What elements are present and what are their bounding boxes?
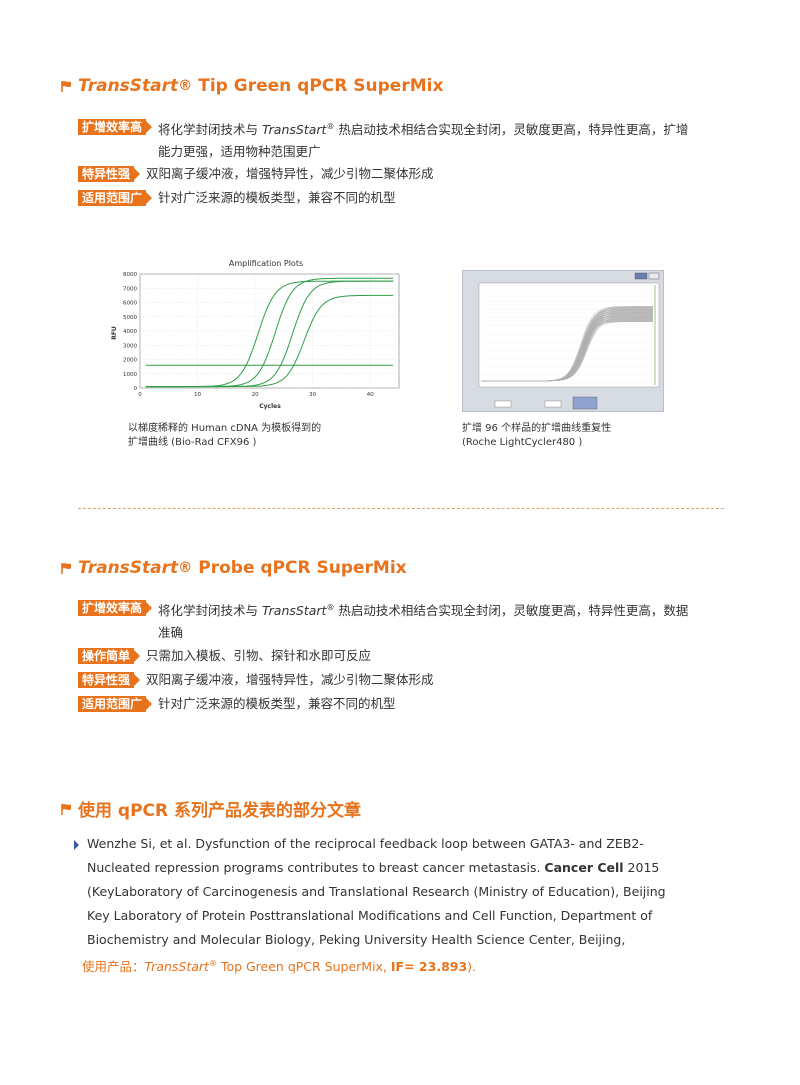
y-tick-label: 3000: [123, 343, 137, 349]
feature-text: 针对广泛来源的模板类型，兼容不同的机型: [158, 190, 396, 205]
citation-text: Wenzhe Si, et al. Dysfunction of the rec…: [87, 836, 644, 851]
plot-area: [478, 282, 660, 388]
caption-line: 以梯度稀释的 Human cDNA 为模板得到的: [128, 423, 322, 434]
feature-row: 操作简单 只需加入模板、引物、探针和水即可反应: [78, 645, 371, 667]
y-tick-label: 5000: [123, 315, 137, 321]
citation-year: 2015: [623, 860, 660, 875]
amplification-chart-svg: Amplification Plots 0 1000 2000 3000 4000 500…: [111, 259, 400, 410]
brand-inline: TransStart: [262, 122, 327, 138]
feature-text: 只需加入模板、引物、探针和水即可反应: [146, 648, 372, 663]
flag-icon: [60, 802, 74, 816]
flag-icon: [60, 561, 74, 575]
used-product-label: 使用产品：: [82, 959, 145, 975]
used-product-name: Top Green qPCR SuperMix,: [216, 959, 391, 975]
registered-mark: ®: [178, 78, 193, 94]
product-name: Probe qPCR SuperMix: [192, 558, 407, 578]
chart2-caption: 扩增 96 个样品的扩增曲线重复性 (Roche LightCycler480 …: [462, 422, 611, 450]
amplification-chart-biorad: Amplification Plots 0 1000 2000 3000 4000 500…: [110, 255, 410, 415]
citation-line: Key Laboratory of Protein Posttranslatio…: [87, 908, 653, 923]
roche-chart-svg: [478, 272, 660, 410]
brand-inline: TransStart: [144, 959, 209, 975]
toolbar-button: [648, 272, 660, 280]
toolbar-button: [634, 272, 648, 280]
feature-text: 将化学封闭技术与 TransStart® 热启动技术相结合实现全封闭，灵敏度更高…: [158, 597, 688, 644]
feature-text-pre: 将化学封闭技术与: [158, 122, 262, 138]
x-tick-label: 40: [367, 392, 374, 398]
y-tick-label: 4000: [123, 329, 137, 335]
brand-name: TransStart: [78, 76, 179, 96]
y-tick-label: 7000: [123, 286, 137, 292]
citation-line: Biochemistry and Molecular Biology, Peki…: [87, 932, 626, 947]
paper-citation: Wenzhe Si, et al. Dysfunction of the rec…: [74, 832, 734, 979]
section-title-tip-green: TransStart® Tip Green qPCR SuperMix: [60, 76, 443, 96]
amplification-curve: [145, 294, 394, 388]
y-axis-label: RFU: [111, 326, 118, 340]
brand-inline: TransStart: [262, 603, 327, 619]
feature-text: 双阳离子缓冲液，增强特异性，减少引物二聚体形成: [146, 672, 434, 687]
x-axis-label: Cycles: [259, 403, 281, 410]
feature-text-pre: 将化学封闭技术与: [158, 603, 262, 619]
caption-line: 扩增 96 个样品的扩增曲线重复性: [462, 423, 612, 434]
registered-mark: ®: [326, 603, 335, 612]
feature-tag: 特异性强: [78, 166, 141, 182]
citation-line: Nucleated repression programs contribute…: [74, 856, 734, 880]
citation-text: Nucleated repression programs contribute…: [87, 860, 545, 875]
bullet-triangle-icon: [74, 839, 79, 850]
feature-row: 特异性强 双阳离子缓冲液，增强特异性，减少引物二聚体形成: [78, 163, 434, 185]
y-tick-label: 2000: [123, 358, 137, 364]
citation-line: (KeyLaboratory of Carcinogenesis and Tra…: [87, 884, 666, 899]
impact-factor: IF= 23.893: [390, 959, 468, 975]
feature-text: 双阳离子缓冲液，增强特异性，减少引物二聚体形成: [146, 166, 434, 181]
x-tick-label: 0: [138, 392, 142, 398]
caption-line: (Roche LightCycler480 ): [462, 437, 583, 448]
feature-row: 扩增效率高 将化学封闭技术与 TransStart® 热启动技术相结合实现全封闭…: [78, 116, 688, 163]
section-title-publications: 使用 qPCR 系列产品发表的部分文章: [60, 796, 361, 821]
feature-tag: 操作简单: [78, 648, 141, 664]
feature-text-post: 热启动技术相结合实现全封闭，灵敏度更高，特异性更高，扩增: [334, 122, 689, 138]
registered-mark: ®: [178, 560, 193, 576]
background-button: [572, 396, 598, 410]
section-title-probe: TransStart® Probe qPCR SuperMix: [60, 558, 407, 578]
x-tick-label: 30: [309, 392, 316, 398]
y-tick-label: 1000: [123, 372, 137, 378]
feature-tag: 特异性强: [78, 672, 141, 688]
feature-row: 特异性强 双阳离子缓冲液，增强特异性，减少引物二聚体形成: [78, 669, 434, 691]
flag-icon: [60, 79, 74, 93]
feature-row: 适用范围广 针对广泛来源的模板类型，兼容不同的机型: [78, 693, 396, 715]
section-divider: [78, 508, 724, 509]
citation-line: Wenzhe Si, et al. Dysfunction of the rec…: [74, 832, 734, 856]
chart-title: Amplification Plots: [229, 259, 303, 268]
citation-end: ).: [467, 959, 477, 975]
x-tick-label: 20: [252, 392, 259, 398]
feature-row: 适用范围广 针对广泛来源的模板类型，兼容不同的机型: [78, 187, 396, 209]
x-tick-label: 10: [194, 392, 201, 398]
amplification-curve: [481, 319, 653, 382]
feature-row: 扩增效率高 将化学封闭技术与 TransStart® 热启动技术相结合实现全封闭…: [78, 597, 688, 644]
first-cycle-field: [494, 400, 512, 408]
brand-name: TransStart: [78, 558, 179, 578]
feature-tag: 适用范围广: [78, 190, 153, 206]
registered-mark: ®: [326, 122, 335, 131]
feature-text-line2: 准确: [158, 625, 184, 641]
caption-line: 扩增曲线 (Bio-Rad CFX96 ): [128, 437, 257, 448]
feature-tag: 适用范围广: [78, 696, 153, 712]
last-cycle-field: [544, 400, 562, 408]
feature-tag: 扩增效率高: [78, 119, 153, 135]
journal-name: Cancer Cell: [544, 860, 624, 875]
product-name: Tip Green qPCR SuperMix: [192, 76, 444, 96]
section-heading: 使用 qPCR 系列产品发表的部分文章: [78, 801, 362, 821]
feature-tag: 扩增效率高: [78, 600, 153, 616]
feature-text-line2: 能力更强，适用物种范围更广: [158, 144, 321, 160]
used-product-line: 使用产品：TransStart® Top Green qPCR SuperMix…: [74, 952, 734, 979]
y-tick-label: 0: [134, 386, 138, 392]
feature-text-post: 热启动技术相结合实现全封闭，灵敏度更高，特异性更高，数据: [334, 603, 689, 619]
feature-text: 将化学封闭技术与 TransStart® 热启动技术相结合实现全封闭，灵敏度更高…: [158, 116, 688, 163]
chart1-caption: 以梯度稀释的 Human cDNA 为模板得到的 扩增曲线 (Bio-Rad C…: [128, 422, 321, 450]
amplification-chart-roche: [462, 270, 664, 412]
feature-text: 针对广泛来源的模板类型，兼容不同的机型: [158, 696, 396, 711]
y-tick-label: 6000: [123, 301, 137, 307]
y-tick-label: 8000: [123, 272, 137, 278]
registered-mark: ®: [208, 959, 217, 968]
